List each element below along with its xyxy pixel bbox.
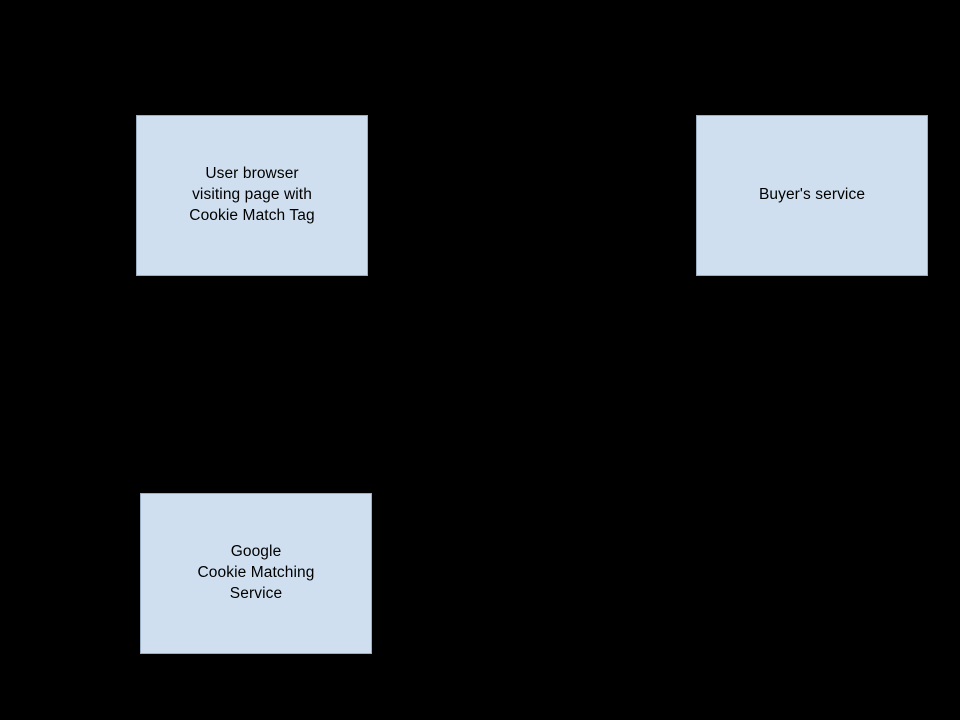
node-google-cookie-matching-service[interactable]: Google Cookie Matching Service — [140, 493, 372, 654]
node-google-cookie-matching-service-label: Google Cookie Matching Service — [197, 543, 315, 602]
edge-user-browser-to-google-cookie-matching-service — [255, 276, 256, 493]
node-buyers-service-label: Buyer's service — [758, 186, 866, 203]
node-user-browser-label: User browser visiting page with Cookie M… — [189, 165, 315, 224]
node-user-browser[interactable]: User browser visiting page with Cookie M… — [136, 115, 368, 276]
node-buyers-service[interactable]: Buyer's service — [696, 115, 928, 276]
edge-google-cookie-matching-service-to-buyers-service — [372, 573, 812, 574]
edge-user-browser-to-buyers-service — [368, 195, 696, 196]
